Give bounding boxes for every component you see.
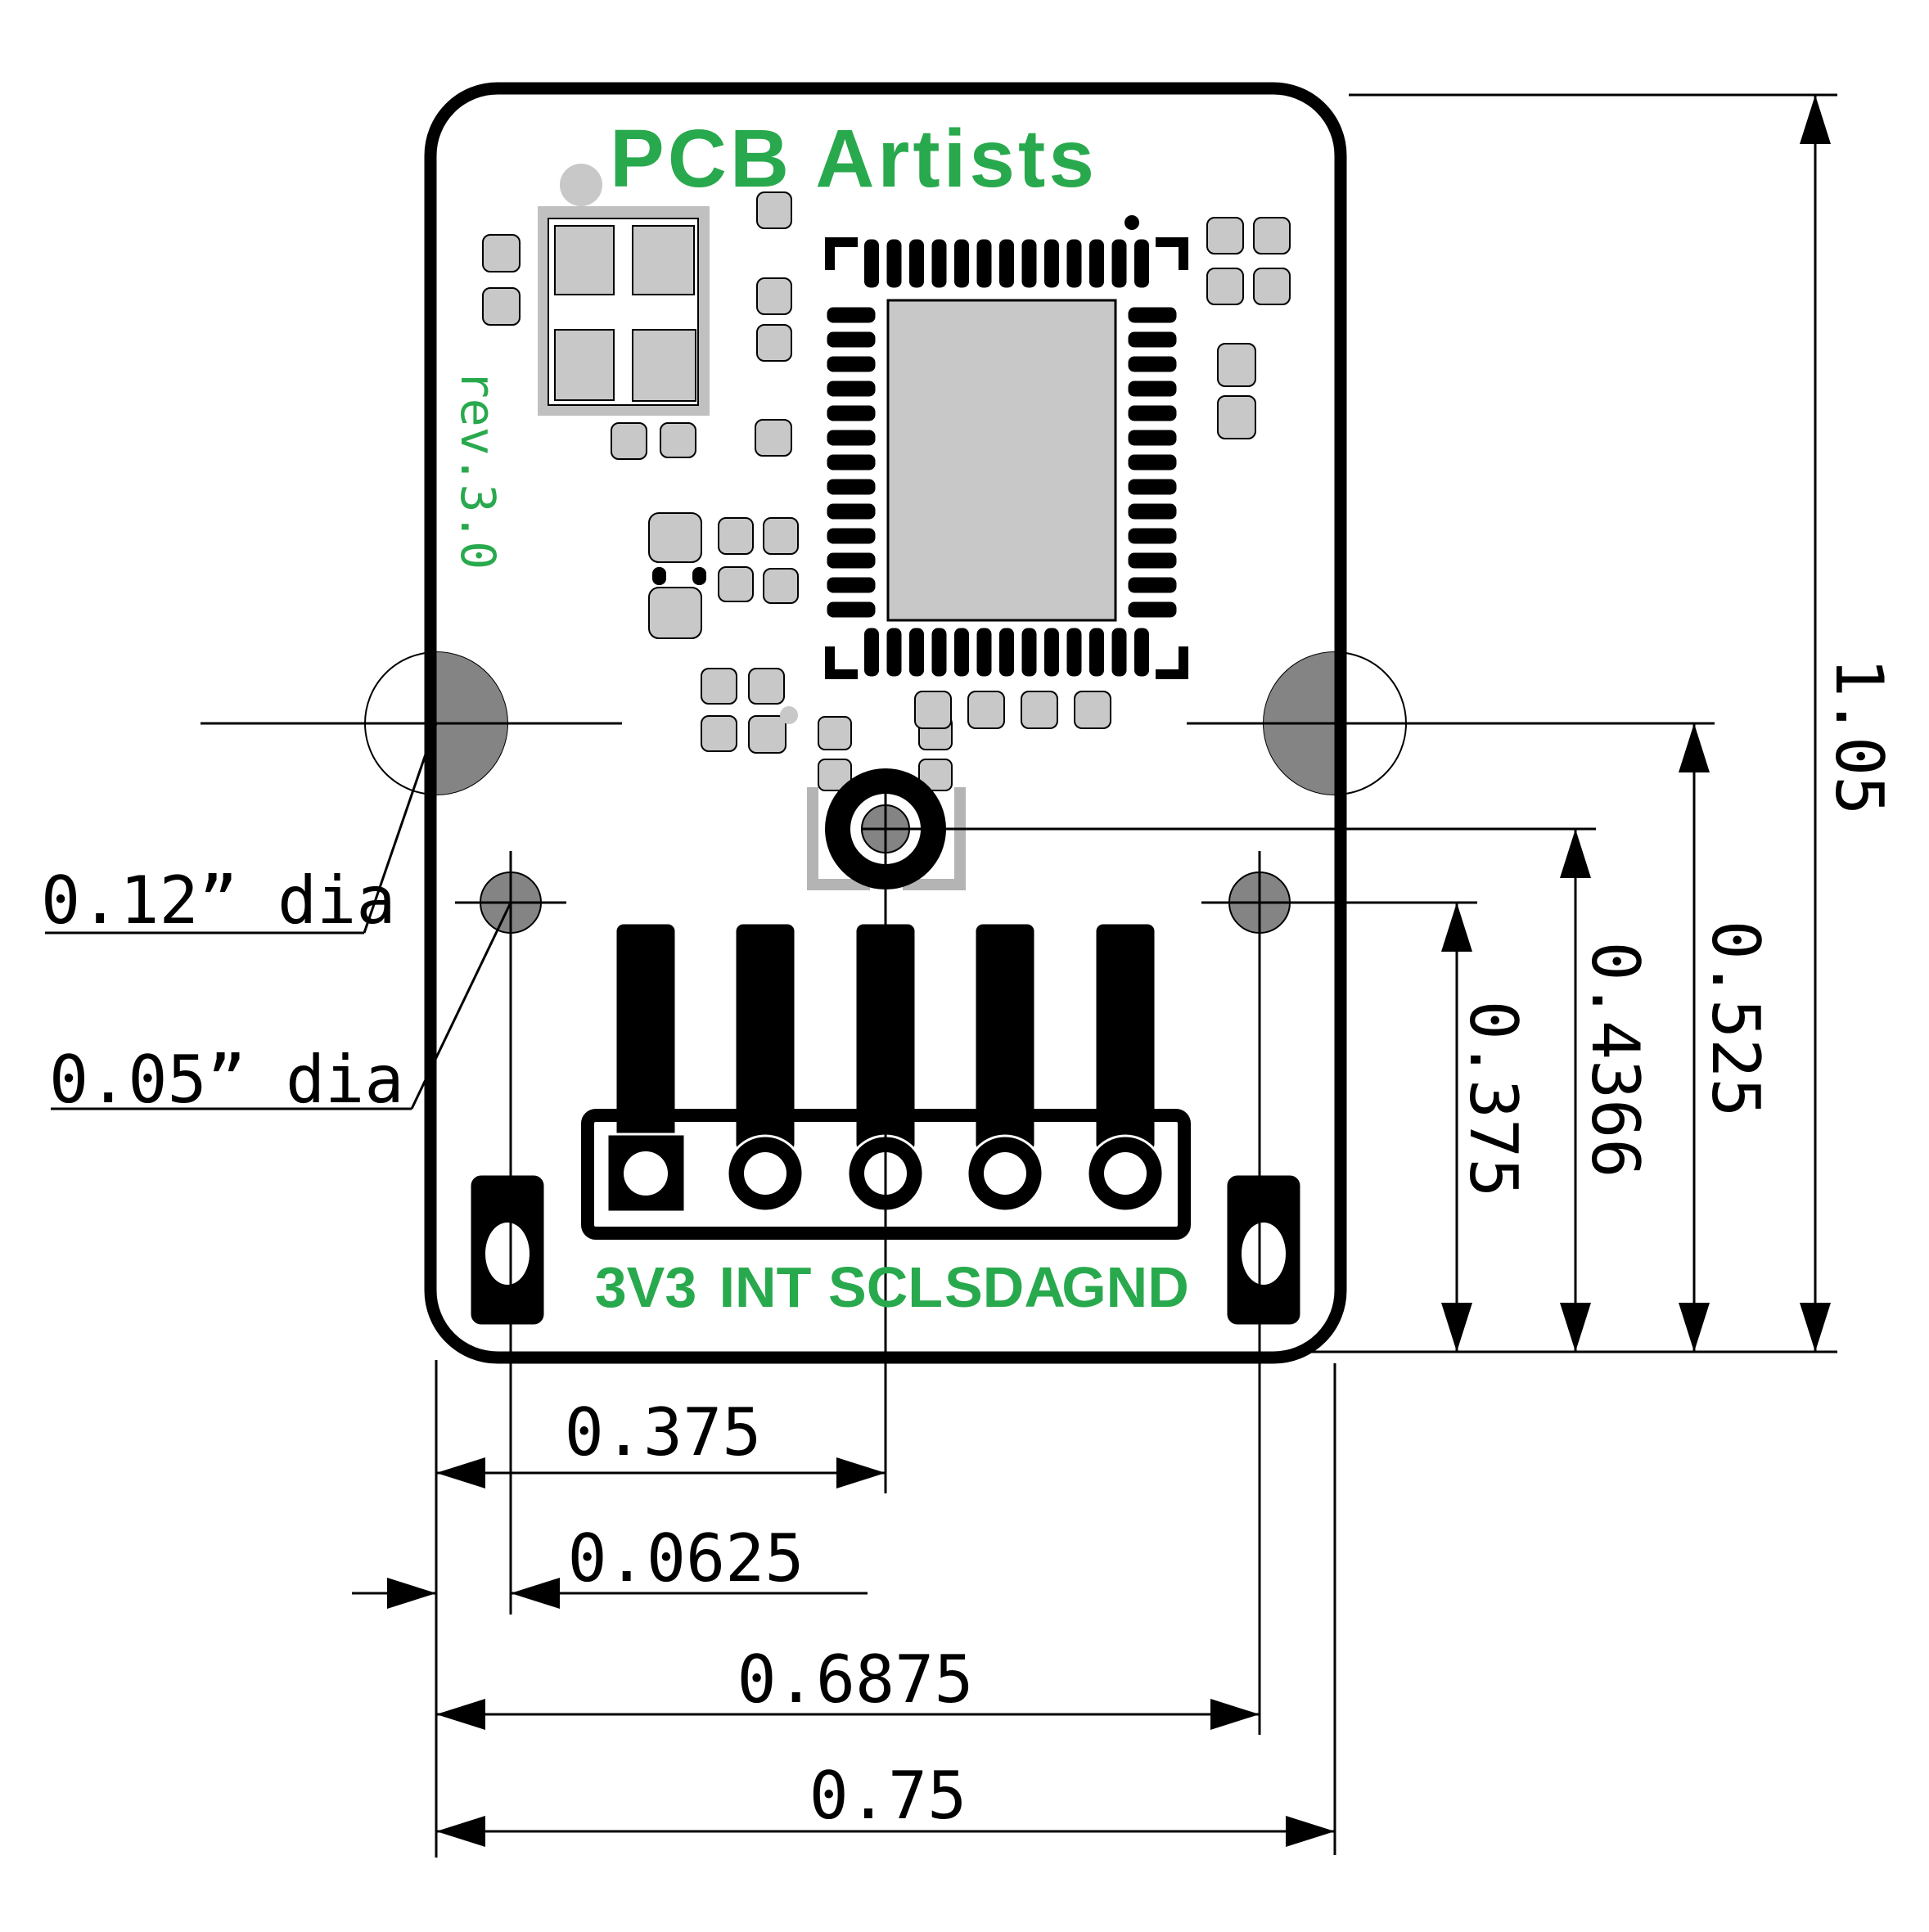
pin1-marker-dot [1124,215,1139,230]
dim-small-hole-span: 0.6875 [737,1642,974,1718]
dim-pin3-x: 0.375 [565,1394,762,1470]
passive-pads [482,191,1291,791]
qfn-chip-footprint [824,215,1188,679]
pin-label-sda: SDA [944,1255,1066,1319]
extension-lines [201,93,1837,1858]
pin-label-3v3: 3V3 [595,1255,697,1319]
dim-sensor-y: 0.4366 [1577,942,1653,1178]
fiducial-dot [560,164,602,206]
label-small-hole-dia: 0.05” dia [49,1042,403,1118]
pin-label-int: INT [719,1255,812,1319]
dim-small-hole-x: 0.0625 [568,1520,805,1596]
dim-mount-hole-y: 0.525 [1697,921,1774,1118]
tiny-vias [652,567,798,724]
crystal-footprint [538,206,710,416]
label-mount-hole-dia: 0.12” dia [41,862,395,939]
castellated-pads [468,1173,1303,1327]
pin-label-gnd: GND [1061,1255,1189,1319]
pin-label-scl: SCL [828,1255,943,1319]
dim-small-hole-y: 0.375 [1455,1001,1531,1198]
board-title: PCB Artists [610,113,1097,205]
revision-label: rev.3.0 [450,370,506,570]
dim-board-height: 1.05 [1821,658,1897,816]
dim-board-width: 0.75 [809,1758,967,1834]
dimension-arrows [387,95,1831,1847]
leader-lines [45,723,512,1110]
pin-labels: 3V3 INT SCL SDA GND [595,1255,1189,1319]
